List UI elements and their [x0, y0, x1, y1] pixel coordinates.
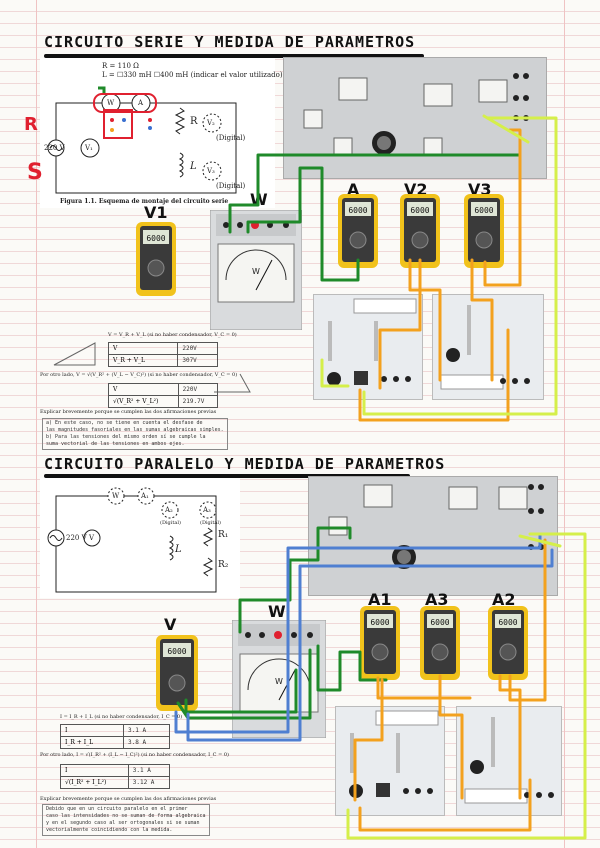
l-param: L = ☐330 mH ☐400 mH (indicar el valor ut…	[102, 71, 283, 79]
series-t1-r1-label: V	[107, 342, 179, 355]
series-module-resistive	[313, 294, 423, 400]
series-eq1: V = V_R + V_L (si no haber condensador, …	[108, 332, 237, 338]
multimeter-v-parallel: 6000	[156, 635, 198, 715]
series-t1-r2-value: 307V	[177, 354, 218, 367]
wattmeter-series: W	[209, 209, 303, 334]
phase-r-annotation: R	[24, 114, 38, 135]
parallel-digital-2: (Digital)	[200, 520, 221, 526]
parallel-t2-r2-value: 3.12 A	[127, 776, 171, 789]
parallel-source-label: 220 V	[66, 534, 87, 542]
wattmeter-parallel: W	[231, 619, 327, 742]
margin-line-left	[36, 0, 37, 848]
phasor-sketch-2	[214, 373, 251, 393]
series-source-label: 220 V	[44, 144, 65, 152]
series-v1-label: V₁	[85, 144, 93, 152]
parallel-r1-label: R₁	[218, 530, 229, 540]
parallel-title-underline	[44, 474, 410, 478]
parallel-t1-r2-label: I_R + I_L	[59, 736, 125, 749]
parallel-r2-label: R₂	[218, 560, 229, 570]
display-v1: 6000	[146, 234, 165, 243]
series-notes: a) En este caso, no se tiene en cuenta e…	[42, 418, 228, 450]
parallel-explain: Explicar brevemente porque se cumplen la…	[40, 796, 217, 802]
parallel-t2-r1-label: I	[60, 764, 129, 777]
parallel-w-label: W	[112, 492, 120, 500]
series-t2-r2-label: √(V_R² + V_L²)	[108, 395, 179, 408]
series-w-label: W	[107, 99, 115, 107]
series-equations-sheet: V = V_R + V_L (si no haber condensador, …	[40, 330, 251, 460]
series-figure-caption: Figura 1.1. Esquema de montaje del circu…	[60, 198, 229, 205]
series-module-inductive	[432, 294, 544, 400]
parallel-title: CIRCUITO PARALELO Y MEDIDA DE PARAMETROS	[44, 455, 446, 473]
parallel-a2-label: A₂	[165, 506, 173, 514]
parallel-meter-label-w: W	[268, 602, 286, 621]
multimeter-a-series: 6000	[338, 194, 378, 272]
series-schematic: R = 110 Ω L = ☐330 mH ☐400 mH (indicar e…	[40, 58, 283, 208]
parallel-notes: Debido que en un circuito paralelo en el…	[42, 804, 210, 836]
display-v2: 6000	[410, 206, 429, 215]
parallel-eq2: Por otro lado, I = √(I_R² + (I_L − I_C)²…	[40, 752, 229, 758]
series-v2-label: V₂	[207, 119, 215, 127]
series-l-label: L	[190, 161, 197, 172]
series-t2-r1-label: V	[108, 383, 179, 396]
parallel-t1-r1-label: I	[59, 724, 125, 737]
parallel-t1-r2-value: 3.8 A	[123, 736, 170, 749]
parallel-eq1: I = I_R + I_L (si no haber condensador, …	[60, 714, 183, 720]
series-explain: Explicar brevemente porque se cumplen la…	[40, 409, 217, 415]
parallel-a3-label: A₃	[203, 506, 211, 514]
series-title: CIRCUITO SERIE Y MEDIDA DE PARAMETROS	[44, 33, 416, 51]
parallel-module-resistive	[335, 706, 445, 816]
series-lab-panel	[283, 57, 547, 179]
parallel-digital-1: (Digital)	[160, 520, 181, 526]
multimeter-v1: 6000	[136, 222, 176, 300]
series-v3-label: V₃	[207, 167, 215, 175]
multimeter-a1: 6000	[360, 606, 400, 684]
series-digital-1: (Digital)	[216, 134, 246, 142]
series-title-underline	[44, 54, 424, 58]
parallel-meter-label-v: V	[164, 615, 177, 634]
display-v3: 6000	[474, 206, 493, 215]
parallel-schematic: 220 V V W A₁ A₂ A₃ (Digital) (Digital) L…	[40, 478, 240, 598]
series-meter-label-v1: V1	[144, 203, 168, 222]
display-v-parallel: 6000	[167, 647, 186, 656]
series-eq2: Por otro lado, V = √(V_R² + (V_L − V_C)²…	[40, 372, 238, 378]
parallel-v-label: V	[89, 534, 95, 542]
parallel-lab-panel	[308, 476, 558, 596]
multimeter-a2: 6000	[488, 606, 528, 684]
display-a1: 6000	[370, 618, 389, 627]
series-circuit-diagram	[47, 86, 237, 194]
display-a2: 6000	[498, 618, 517, 627]
parallel-t1-r1-value: 3.1 A	[123, 724, 170, 737]
series-t2-r2-value: 219.7V	[177, 395, 219, 408]
wattmeter-dial-w-parallel: W	[275, 677, 283, 686]
display-a-series: 6000	[348, 206, 367, 215]
multimeter-v2: 6000	[400, 194, 440, 272]
multimeter-a3: 6000	[420, 606, 460, 684]
series-digital-2: (Digital)	[216, 182, 246, 190]
series-t1-r2-label: V_R + V_L	[107, 354, 179, 367]
multimeter-v3: 6000	[464, 194, 504, 272]
parallel-equations-sheet: I = I_R + I_L (si no haber condensador, …	[40, 712, 240, 842]
parallel-t2-r2-label: √(I_R² + I_L²)	[60, 776, 129, 789]
series-t1-r1-value: 220V	[177, 342, 218, 355]
display-a3: 6000	[430, 618, 449, 627]
parallel-a1-label: A₁	[141, 492, 149, 500]
wattmeter-dial-w: W	[252, 267, 260, 276]
parallel-t2-r1-value: 3.1 A	[127, 764, 171, 777]
phase-s-annotation: S	[27, 160, 43, 185]
parallel-module-inductive	[456, 706, 562, 816]
r-param: R = 110 Ω	[102, 62, 139, 70]
series-a-label: A	[138, 99, 144, 107]
series-meter-label-w: W	[250, 190, 268, 209]
series-t2-r1-value: 220V	[177, 383, 219, 396]
series-r-label: R	[190, 116, 198, 127]
parallel-l-label: L	[175, 544, 182, 555]
phasor-sketch-1	[53, 342, 96, 366]
margin-line-right	[564, 0, 565, 848]
